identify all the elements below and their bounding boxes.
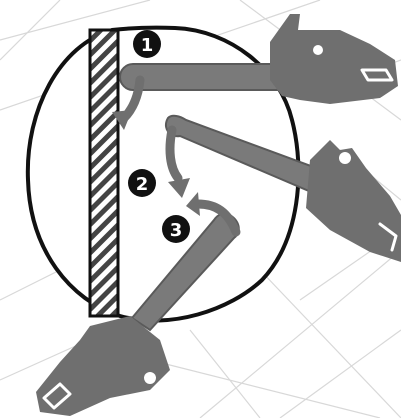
chainsaw-icon bbox=[36, 212, 240, 416]
curved-arrow-icon bbox=[112, 75, 145, 130]
chainsaw-icon bbox=[119, 14, 398, 104]
curved-arrow-icon bbox=[165, 125, 190, 198]
chainsaw-icon bbox=[164, 114, 401, 262]
step-badge-3: 3 bbox=[162, 215, 190, 243]
log-cross-section bbox=[25, 25, 301, 323]
curved-arrow-icon bbox=[186, 192, 241, 237]
step-badge-2: 2 bbox=[128, 169, 156, 197]
svg-text:2: 2 bbox=[136, 174, 149, 195]
step-badge-1: 1 bbox=[133, 30, 161, 58]
svg-text:1: 1 bbox=[141, 35, 154, 56]
svg-text:3: 3 bbox=[170, 220, 183, 241]
hinge-strip bbox=[88, 28, 120, 318]
